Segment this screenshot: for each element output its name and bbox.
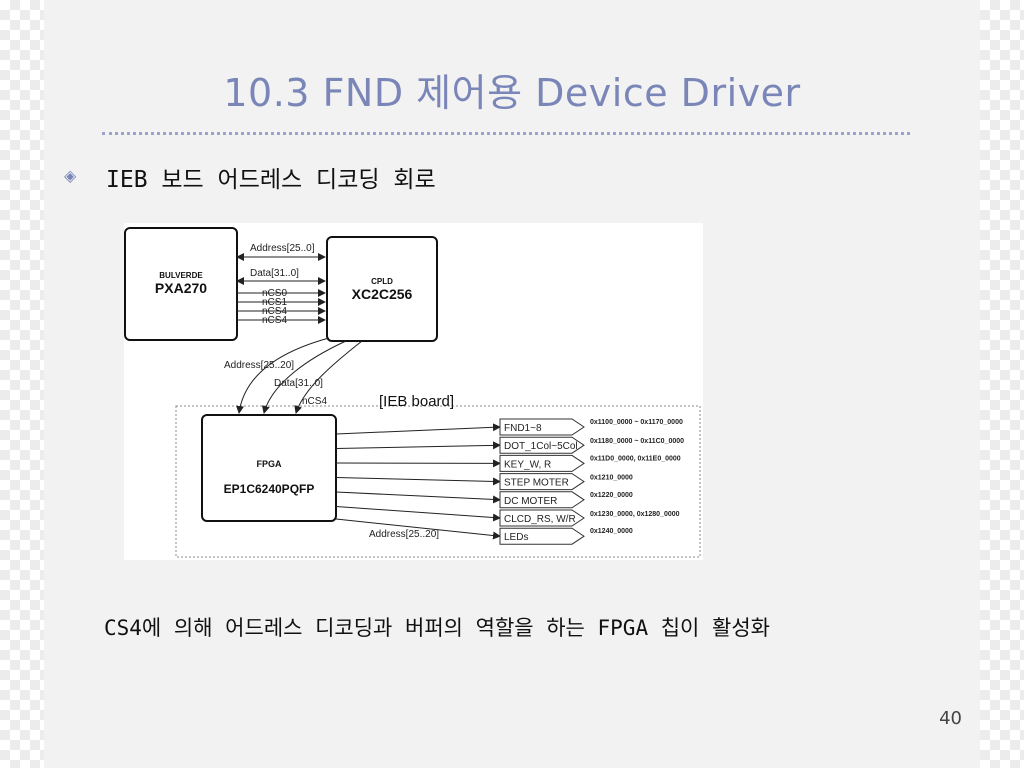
output-address: 0x1240_0000	[590, 528, 633, 535]
output-label: FND1~8	[504, 423, 542, 434]
ncs4-label-a: nCS4	[262, 306, 287, 317]
cpld-fpga-address-curve	[236, 337, 330, 414]
output-line	[335, 441, 501, 450]
output-label: DOT_1Col~5Col	[504, 441, 578, 452]
ieb-board-label: [IEB board]	[379, 393, 454, 410]
title-divider	[102, 132, 910, 135]
output-address: 0x1180_0000 ~ 0x11C0_0000	[590, 438, 684, 445]
fpga-block	[201, 414, 337, 522]
output-address: 0x1210_0000	[590, 475, 633, 482]
bullet-text: IEB 보드 어드레스 디코딩 회로	[106, 167, 436, 193]
slide-title: 10.3 FND 제어용 Device Driver	[223, 71, 801, 115]
address-decoding-diagram: BULVERDE PXA270 CPLD XC2C256 FPGA EP1C62…	[124, 223, 703, 560]
cpld-line1: CPLD	[371, 277, 393, 286]
output-label-box	[499, 491, 585, 509]
data-mid-label: Data[31..0]	[274, 378, 323, 389]
output-line	[335, 477, 501, 486]
output-label-box	[499, 436, 585, 454]
output-label: CLCD_RS, W/R	[504, 514, 576, 525]
output-label-box	[499, 527, 585, 545]
ncs1-label: nCS1	[262, 297, 287, 308]
fpga-line2: EP1C6240PQFP	[224, 482, 315, 496]
data-bus-label: Data[31..0]	[250, 268, 299, 279]
output-label-box	[499, 418, 585, 436]
slide-caption: CS4에 의해 어드레스 디코딩과 버퍼의 역할을 하는 FPGA 칩이 활성화	[104, 616, 770, 640]
ncs0-label: nCS0	[262, 288, 287, 299]
fpga-line1: FPGA	[256, 459, 282, 469]
cpld-line2: XC2C256	[352, 286, 413, 302]
pxa270-line2: PXA270	[155, 280, 207, 296]
diamond-bullet-icon: ◈	[64, 166, 77, 185]
output-address: 0x1100_0000 ~ 0x1170_0000	[590, 419, 683, 426]
output-line	[335, 491, 501, 504]
output-line	[335, 506, 501, 522]
cpld-fpga-ncs4-curve	[294, 340, 363, 414]
cpld-block	[326, 236, 438, 342]
ieb-board-boundary	[175, 405, 701, 558]
address-mid-label: Address[25..20]	[224, 360, 294, 371]
output-label-box	[499, 454, 585, 472]
address-bus-label: Address[25..0]	[250, 243, 315, 254]
ncs4-mid-label: nCS4	[302, 396, 327, 407]
output-line	[335, 518, 501, 540]
output-address: 0x1220_0000	[590, 492, 633, 499]
output-label: LEDs	[504, 532, 528, 543]
cpld-fpga-data-curve	[261, 340, 347, 414]
output-label: DC MOTER	[504, 496, 557, 507]
ncs4-label-b: nCS4	[262, 315, 287, 326]
output-label: STEP MOTER	[504, 478, 569, 489]
page-number: 40	[939, 708, 962, 729]
output-line	[335, 423, 501, 435]
address-bottom-label: Address[25..20]	[369, 529, 439, 540]
output-label: KEY_W, R	[504, 459, 551, 470]
output-address: 0x11D0_0000, 0x11E0_0000	[590, 455, 681, 462]
output-address: 0x1230_0000, 0x1280_0000	[590, 511, 680, 518]
pxa270-line1: BULVERDE	[159, 271, 203, 280]
output-label-box	[499, 473, 585, 491]
output-label-box	[499, 509, 585, 527]
